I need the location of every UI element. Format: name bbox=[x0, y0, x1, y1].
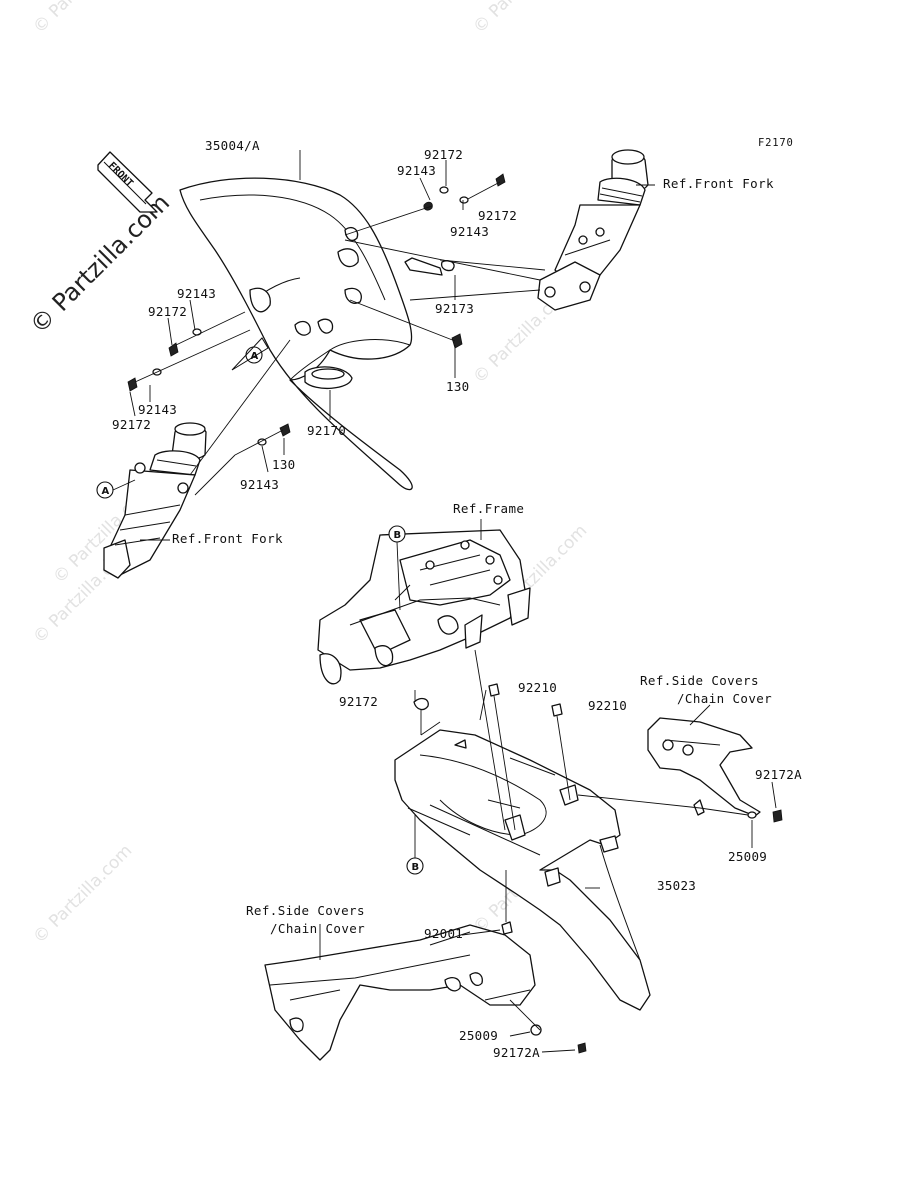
label-ref-front-fork: Ref.Front Fork bbox=[663, 176, 774, 191]
front-fork-right bbox=[537, 149, 649, 311]
label-rear-fender: 35023 bbox=[657, 878, 696, 893]
front-arrow-icon: FRONT bbox=[97, 151, 158, 213]
label-bolt: 92172A bbox=[493, 1045, 540, 1060]
label-ref-chain-cover: /Chain Cover bbox=[677, 691, 772, 706]
callout-label: B bbox=[394, 530, 402, 541]
label-nut: 92210 bbox=[518, 680, 557, 695]
label-bolt: 92172 bbox=[339, 694, 378, 709]
label-bolt-130: 130 bbox=[446, 379, 469, 394]
label-ref-side-covers: Ref.Side Covers bbox=[246, 903, 365, 918]
label-washer: 92143 bbox=[397, 163, 436, 178]
callout-label: B bbox=[412, 862, 420, 873]
label-washer: 25009 bbox=[728, 849, 767, 864]
front-leaders bbox=[129, 150, 655, 541]
label-washer: 25009 bbox=[459, 1028, 498, 1043]
label-bolt: 92172 bbox=[112, 417, 151, 432]
side-cover-left bbox=[264, 887, 600, 1061]
front-fork-left bbox=[103, 422, 207, 579]
label-ref-frame: Ref.Frame bbox=[453, 501, 524, 516]
callout-b-top: B bbox=[388, 525, 406, 611]
callout-a-bottom: A bbox=[96, 479, 136, 499]
label-washer: 92143 bbox=[450, 224, 489, 239]
diagram-code: F2170 bbox=[758, 137, 794, 149]
label-ref-front-fork: Ref.Front Fork bbox=[172, 531, 283, 546]
watermark-text: © Partzilla.com bbox=[29, 841, 136, 948]
label-grommet: 92170 bbox=[307, 423, 346, 438]
label-ref-chain-cover: /Chain Cover bbox=[270, 921, 365, 936]
callout-label: A bbox=[102, 486, 110, 497]
front-hardware bbox=[127, 173, 546, 496]
label-bolt: 92172 bbox=[424, 147, 463, 162]
label-bolt: 92172 bbox=[478, 208, 517, 223]
label-ref-side-covers: Ref.Side Covers bbox=[640, 673, 759, 688]
callout-a-top: A bbox=[231, 337, 269, 371]
front-fender bbox=[179, 177, 413, 491]
rear-fender bbox=[394, 729, 651, 1011]
watermark-text: © Partzilla.com bbox=[469, 0, 576, 38]
side-cover-right bbox=[577, 704, 783, 848]
frame bbox=[317, 529, 531, 685]
label-front-fender: 35004/A bbox=[205, 138, 260, 153]
label-washer: 92143 bbox=[177, 286, 216, 301]
label-clamp: 92173 bbox=[435, 301, 474, 316]
part-labels: 35004/A 92172 92143 92172 92143 92173 13… bbox=[112, 138, 802, 1060]
label-washer: 92143 bbox=[240, 477, 279, 492]
label-washer: 92143 bbox=[138, 402, 177, 417]
callout-b-bottom: B bbox=[406, 815, 424, 875]
rear-hardware bbox=[413, 649, 571, 935]
watermark-text: © Partzilla.com bbox=[29, 0, 136, 38]
label-nut: 92001 bbox=[424, 926, 463, 941]
label-bolt: 92172 bbox=[148, 304, 187, 319]
label-bolt-130: 130 bbox=[272, 457, 295, 472]
label-nut: 92210 bbox=[588, 698, 627, 713]
label-bolt: 92172A bbox=[755, 767, 802, 782]
